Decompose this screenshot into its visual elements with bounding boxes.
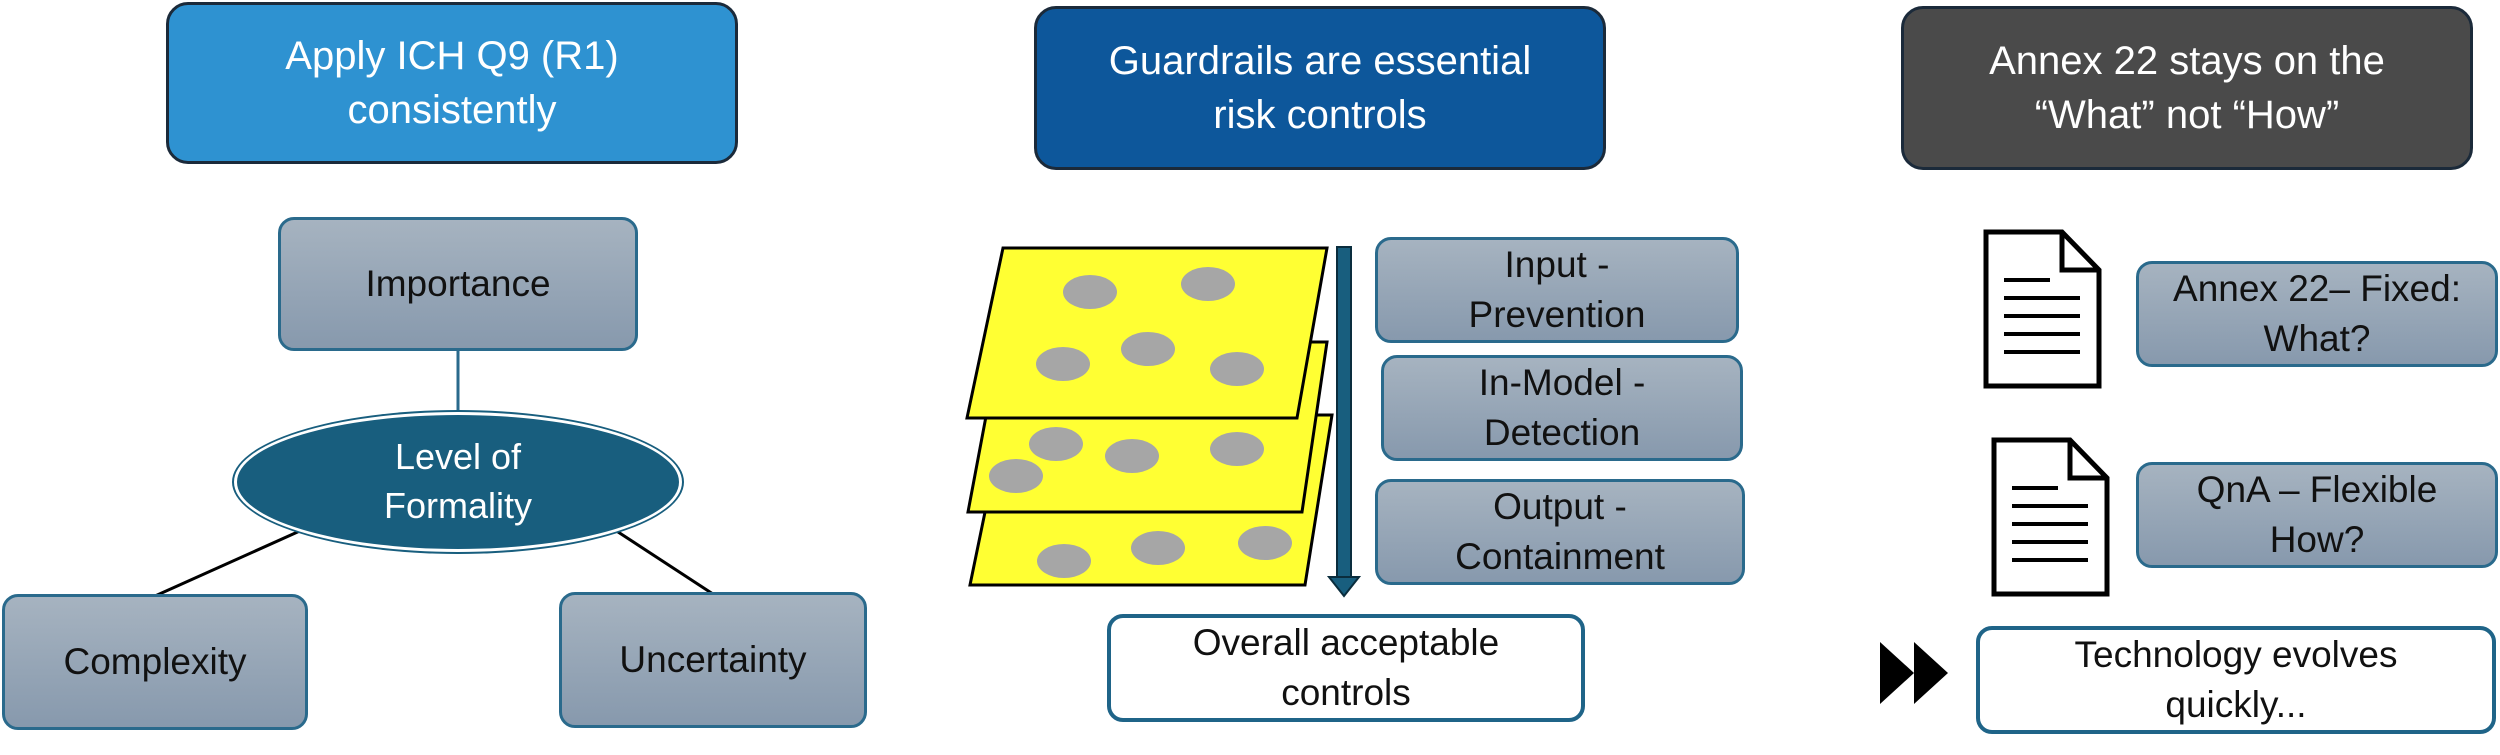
cheese-hole: [1238, 526, 1292, 560]
cheese-hole: [1036, 347, 1090, 381]
control-input-prevention: Input - Prevention: [1375, 237, 1739, 343]
header-ich-q9: Apply ICH Q9 (R1) consistently: [166, 2, 738, 164]
cheese-hole: [989, 459, 1043, 493]
importance-box: Importance: [278, 217, 638, 351]
cheese-hole: [1131, 531, 1185, 565]
cheese-hole: [1037, 544, 1091, 578]
control-output-containment: Output - Containment: [1375, 479, 1745, 585]
cheese-hole: [1210, 432, 1264, 466]
connector-formality-uncertainty: [614, 528, 717, 598]
uncertainty-box: Uncertainty: [559, 592, 867, 728]
overall-controls-box: Overall acceptable controls: [1107, 614, 1585, 722]
cheese-hole: [1105, 439, 1159, 473]
document-icon: [1991, 437, 2110, 597]
qna-flexible-box: QnA – Flexible How?: [2136, 462, 2498, 568]
complexity-box: Complexity: [2, 594, 308, 730]
cheese-hole: [1121, 332, 1175, 366]
cheese-hole: [1210, 352, 1264, 386]
down-arrow: [1326, 246, 1362, 598]
formality-ellipse: Level of Formality: [234, 412, 682, 552]
header-guardrails: Guardrails are essential risk controls: [1034, 6, 1606, 170]
document-icon: [1983, 229, 2102, 389]
cheese-hole: [1063, 275, 1117, 309]
header-annex-22: Annex 22 stays on the “What” not “How”: [1901, 6, 2473, 170]
annex-22-fixed-box: Annex 22– Fixed: What?: [2136, 261, 2498, 367]
fast-forward-icon: [1880, 642, 1948, 704]
cheese-hole: [1181, 267, 1235, 301]
cheese-hole: [1029, 427, 1083, 461]
technology-note-box: Technology evolves quickly...: [1976, 626, 2496, 734]
connector-formality-complexity: [154, 528, 303, 598]
control-in-model-detection: In-Model - Detection: [1381, 355, 1743, 461]
cheese-layer-1: [965, 246, 1329, 420]
